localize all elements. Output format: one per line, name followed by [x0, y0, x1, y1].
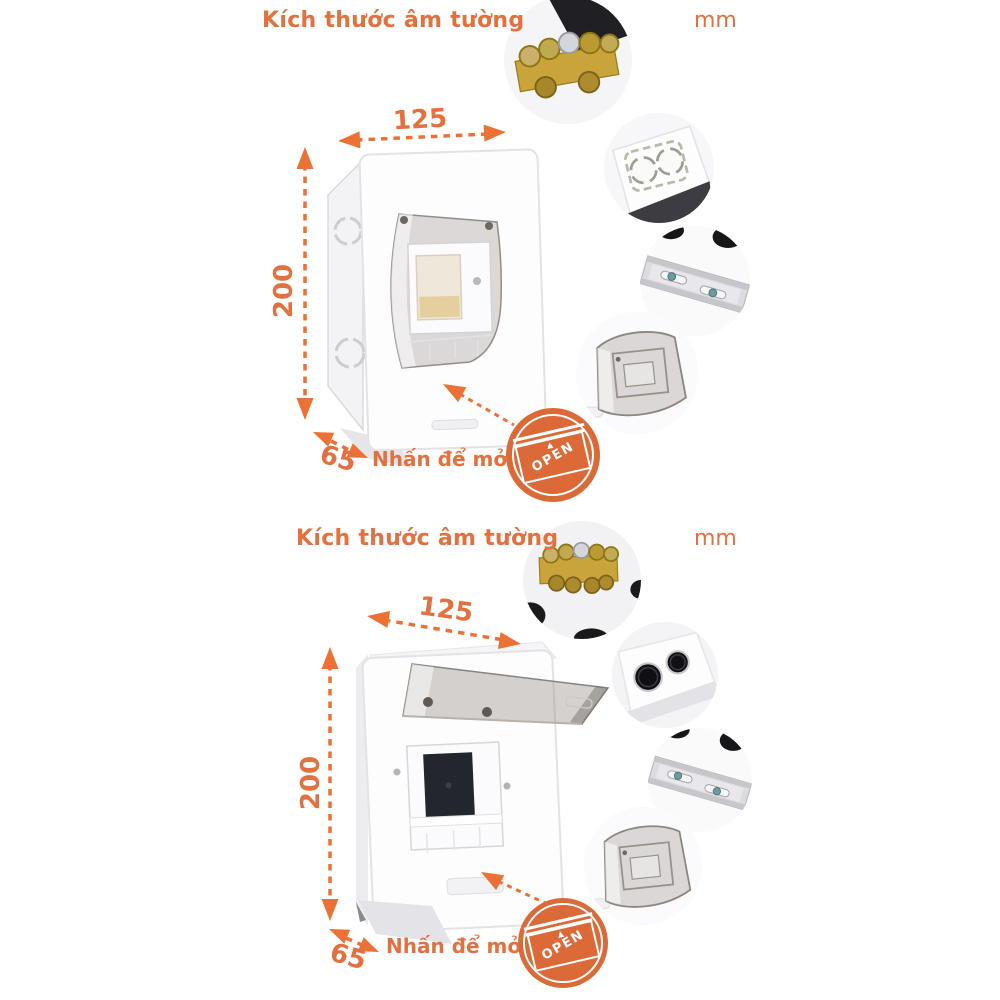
badge-ring — [511, 413, 595, 497]
dim-arrows-closed — [296, 124, 515, 458]
page-title: Kích thước âm tường — [262, 8, 525, 33]
brass-busbar-photo — [504, 0, 632, 124]
open-badge: ▲ OPEN — [518, 898, 608, 988]
transparent-cover-photo — [576, 312, 698, 434]
knockout-holes-photo — [604, 113, 714, 223]
brass-busbar-photo — [523, 521, 641, 639]
press-to-open-label: Nhấn để mở — [386, 934, 522, 958]
unit-label: mm — [694, 526, 737, 551]
page-title: Kích thước âm tường — [296, 526, 559, 551]
unit-label: mm — [694, 8, 737, 33]
knockout-holes-photo — [612, 622, 718, 728]
dim-arrows-open — [321, 611, 546, 952]
din-rail-photo — [640, 226, 750, 336]
dim-height-label: 200 — [269, 263, 299, 319]
dim-height-label: 200 — [296, 755, 326, 811]
open-badge: ▲ OPEN — [506, 408, 600, 502]
transparent-cover-photo — [584, 807, 702, 925]
enclosure-open-drawing — [356, 641, 610, 944]
badge-ring — [523, 903, 603, 983]
dim-width-label: 125 — [392, 103, 448, 137]
enclosure-closed-drawing — [327, 148, 548, 468]
press-to-open-label: Nhấn để mở — [372, 447, 508, 471]
